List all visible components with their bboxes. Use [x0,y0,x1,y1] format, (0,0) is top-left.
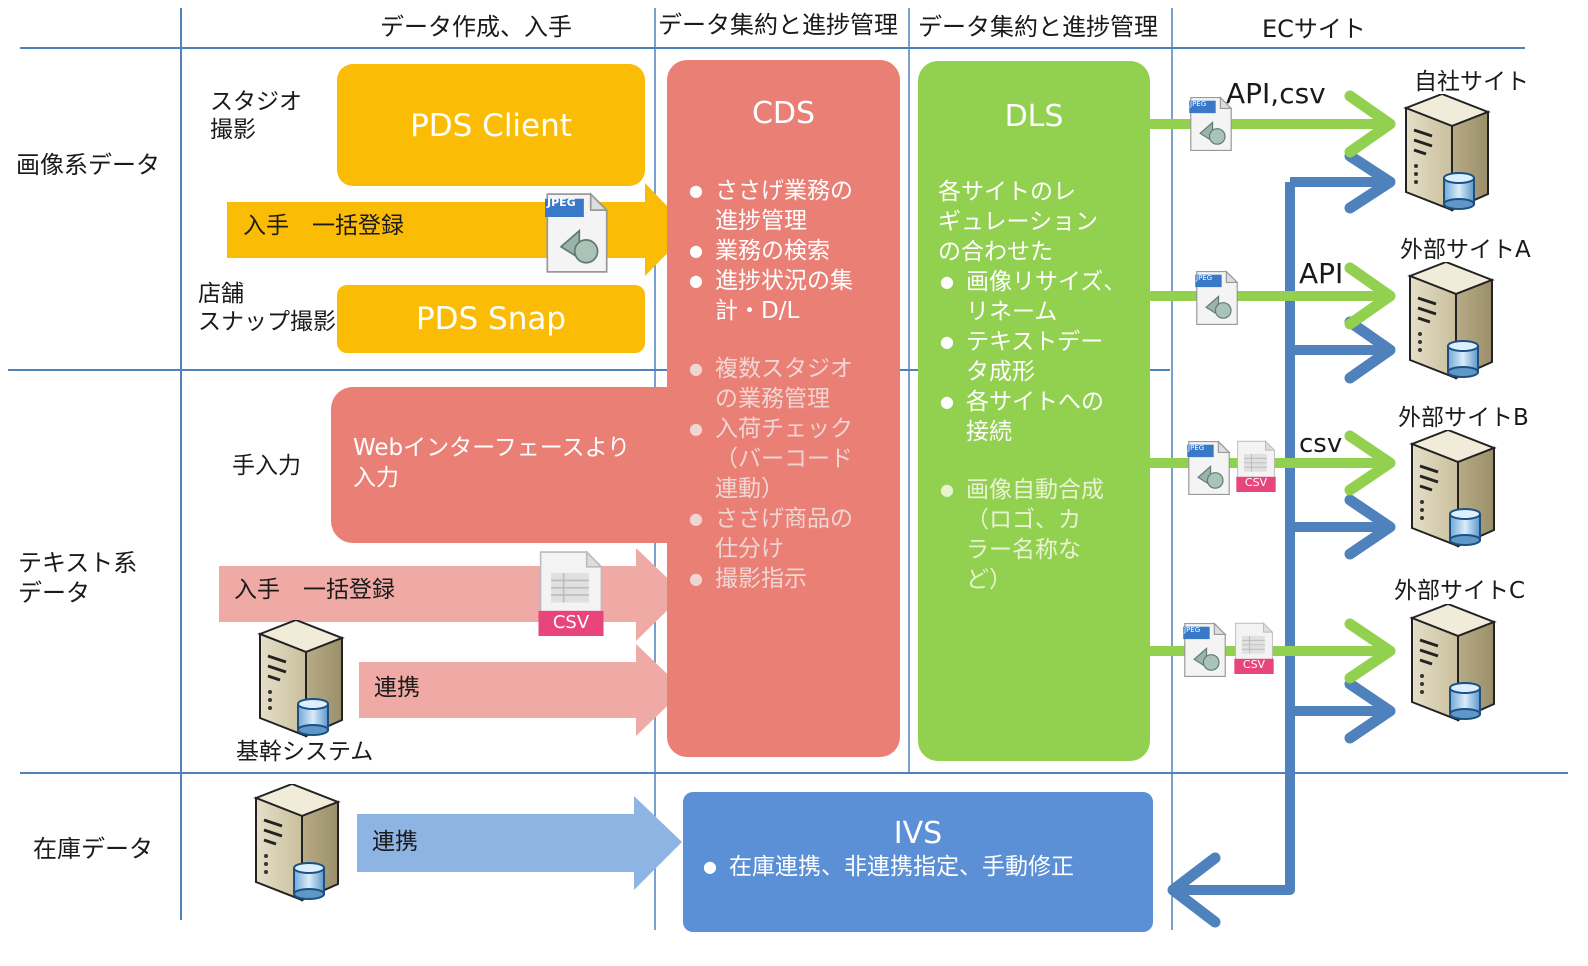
arrow-label-site-a: API [1299,257,1344,290]
csv-file-icon-site-b: CSV [1235,440,1277,493]
list-item: 進捗状況の集 計・D/L [689,266,899,326]
dls-intro: 各サイトのレ ギュレーション の合わせた [938,179,1099,265]
cds-secondary-list: 複数スタジオ の業務管理入荷チェック （バーコード 連動）ささげ商品の 仕分け撮… [689,354,899,594]
jpeg-tag: JPEG [547,196,576,209]
header-data-creation: データ作成、入手 [380,13,572,41]
arrow-label-own-site: API,csv [1226,77,1326,110]
jpeg-file-icon-bulk: JPEG [544,190,609,276]
list-item: ささげ業務の 進捗管理 [689,176,899,236]
dls-title: DLS [1004,99,1064,134]
jpeg-tag: JPEG [1190,100,1207,108]
jpeg-tag: JPEG [1196,274,1213,282]
text-link-label: 連携 [374,675,420,701]
pds-client-title: PDS Client [410,108,572,144]
csv-file-icon-text: CSV [537,550,605,637]
list-item: 複数スタジオ の業務管理 [689,354,899,414]
header-ec-site: ECサイト [1262,15,1366,43]
dls-secondary-list: 画像自動合成 （ロゴ、カ ラー名称な ど） [940,475,1150,595]
csv-file-icon-site-c: CSV [1233,622,1275,675]
dls-box: DLS 各サイトのレ ギュレーション の合わせた 画像リサイズ、 リネームテキス… [918,61,1150,761]
row-label-image-data: 画像系データ [16,151,160,179]
ivs-box: IVS 在庫連携、非連携指定、手動修正 [683,792,1153,932]
site-label-c: 外部サイトC [1394,578,1526,604]
site-label-b: 外部サイトB [1398,405,1529,431]
server-icon-site-b [1410,430,1496,548]
site-label-own: 自社サイト [1414,69,1529,95]
server-icon-core-system [258,620,344,738]
cds-primary-list: ささげ業務の 進捗管理業務の検索進捗状況の集 計・D/L [689,176,899,326]
image-bulk-label: 入手 一括登録 [243,213,404,239]
text-link-arrow [359,644,684,736]
list-item: 画像リサイズ、 リネーム [940,267,1150,327]
pds-client-box: PDS Client [337,64,645,186]
csv-tag: CSV [1244,476,1268,489]
row-label-stock-data: 在庫データ [33,835,153,863]
jpeg-tag: JPEG [1184,626,1201,634]
csv-tag: CSV [552,612,590,633]
jpeg-file-icon-site-c: JPEG [1182,622,1228,678]
list-item: 入荷チェック （バーコード 連動） [689,414,899,504]
list-item: ささげ商品の 仕分け [689,504,899,564]
arrow-label-site-b: csv [1299,429,1343,459]
pds-snap-box: PDS Snap [337,285,645,353]
header-dls-column: データ集約と進捗管理 [918,13,1158,41]
cds-title: CDS [751,96,816,131]
pds-snap-title: PDS Snap [415,301,567,337]
web-input-label: Webインターフェースより 入力 [353,435,631,491]
text-bulk-label: 入手 一括登録 [234,577,395,603]
ivs-item: 在庫連携、非連携指定、手動修正 [703,852,1143,882]
source-store-snap: 店舗 スナップ撮影 [198,281,336,335]
server-icon-site-a [1408,262,1494,380]
server-icon-own-site [1404,94,1490,212]
jpeg-file-icon-own: JPEG [1188,96,1234,152]
source-studio-photo: スタジオ 撮影 [210,89,302,143]
csv-tag: CSV [1242,658,1266,671]
list-item: 業務の検索 [689,236,899,266]
source-manual-input: 手入力 [232,453,301,479]
list-item: 各サイトへの 接続 [940,387,1150,447]
site-label-a: 外部サイトA [1400,237,1531,263]
dls-primary-list: 画像リサイズ、 リネームテキストデー タ成形各サイトへの 接続 [940,267,1150,447]
jpeg-file-icon-site-b: JPEG [1186,440,1232,496]
stock-link-arrow [357,796,682,890]
server-icon-stock-system [254,784,340,902]
list-item: 画像自動合成 （ロゴ、カ ラー名称な ど） [940,475,1150,595]
cds-box: CDS ささげ業務の 進捗管理業務の検索進捗状況の集 計・D/L 複数スタジオ … [667,60,900,757]
list-item: テキストデー タ成形 [940,327,1150,387]
header-cds-column: データ集約と進捗管理 [658,11,898,39]
jpeg-tag: JPEG [1188,444,1205,452]
web-input-box: Webインターフェースより 入力 [331,387,691,543]
ivs-return-arrowhead [1167,852,1221,928]
source-core-system: 基幹システム [236,739,374,765]
list-item: 撮影指示 [689,564,899,594]
row-label-text-data: テキスト系 データ [18,549,138,607]
jpeg-file-icon-site-a: JPEG [1194,270,1240,326]
ivs-title: IVS [893,816,943,851]
stock-link-label: 連携 [372,829,418,855]
blue-return-line [1182,182,1295,895]
server-icon-site-c [1410,604,1496,722]
ivs-list: 在庫連携、非連携指定、手動修正 [703,852,1143,882]
